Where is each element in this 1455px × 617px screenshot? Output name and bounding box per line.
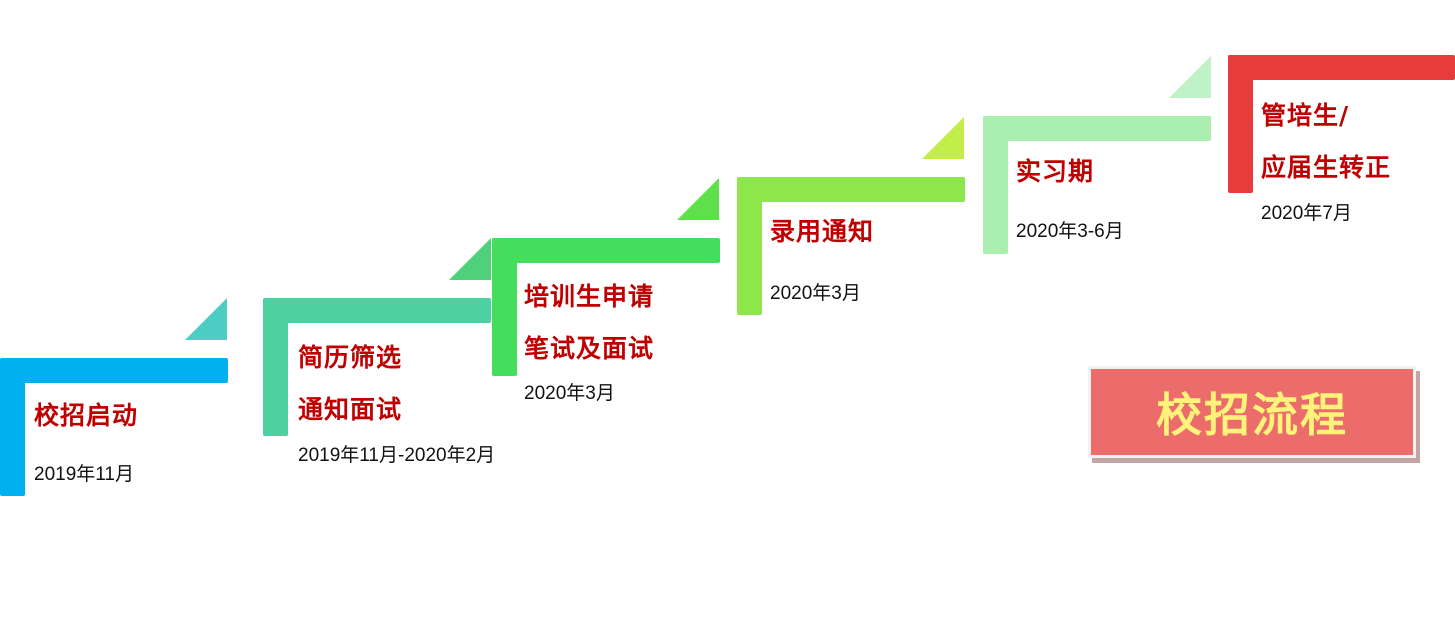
step-5-corner-triangle xyxy=(1169,56,1211,98)
step-2-label-line-1: 简历筛选 xyxy=(298,343,403,372)
step-4-corner-triangle xyxy=(922,117,964,159)
step-3-date: 2020年3月 xyxy=(524,383,615,404)
step-4-date: 2020年3月 xyxy=(770,283,861,304)
step-3-label: 培训生申请 笔试及面试 xyxy=(524,271,654,375)
step-2-label-line-2: 通知面试 xyxy=(298,395,403,424)
step-1-corner-triangle xyxy=(185,298,227,340)
step-1-date: 2019年11月 xyxy=(34,464,134,485)
step-5-label: 实习期 xyxy=(1016,146,1094,198)
step-6-label-line-2: 应届生转正 xyxy=(1261,153,1392,182)
step-1-vertical-bar xyxy=(0,358,25,496)
step-3-corner-triangle xyxy=(677,178,719,220)
step-1-label-line-1: 校招启动 xyxy=(34,401,139,430)
step-4-horizontal-bar xyxy=(737,177,965,202)
step-6-label: 管培生/ 应届生转正 xyxy=(1261,90,1391,194)
step-5-horizontal-bar xyxy=(983,116,1211,141)
step-1-label: 校招启动 xyxy=(34,390,138,442)
step-4-label: 录用通知 xyxy=(770,206,874,258)
step-3-label-line-2: 笔试及面试 xyxy=(524,334,655,363)
step-2-date: 2019年11月-2020年2月 xyxy=(298,445,496,466)
step-1-horizontal-bar xyxy=(0,358,228,383)
step-3-vertical-bar xyxy=(492,238,517,376)
process-title: 校招流程 xyxy=(1156,388,1348,442)
step-6-vertical-bar xyxy=(1228,55,1253,193)
step-6-label-line-1: 管培生/ xyxy=(1261,101,1350,130)
step-5-vertical-bar xyxy=(983,116,1008,254)
step-2-vertical-bar xyxy=(263,298,288,436)
step-6-date: 2020年7月 xyxy=(1261,203,1352,224)
step-2-horizontal-bar xyxy=(263,298,491,323)
step-2-corner-triangle xyxy=(449,238,491,280)
step-3-horizontal-bar xyxy=(492,238,720,263)
step-5-label-line-1: 实习期 xyxy=(1016,157,1095,186)
step-2-label: 简历筛选 通知面试 xyxy=(298,332,402,436)
step-3-label-line-1: 培训生申请 xyxy=(524,282,655,311)
step-5-date: 2020年3-6月 xyxy=(1016,221,1124,242)
step-4-vertical-bar xyxy=(737,177,762,315)
process-title-box: 校招流程 xyxy=(1088,366,1416,458)
step-6-horizontal-bar xyxy=(1228,55,1455,80)
step-4-label-line-1: 录用通知 xyxy=(770,217,875,246)
